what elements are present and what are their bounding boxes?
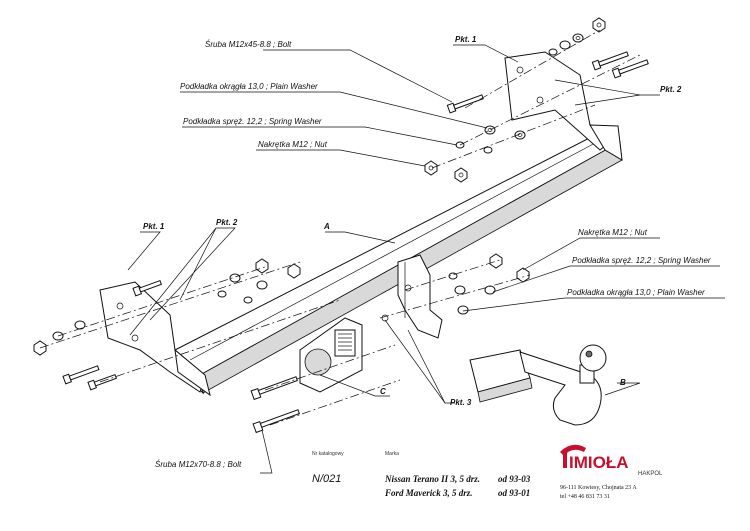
phone: tel +48 46 831 73 31 <box>560 494 610 500</box>
label-part-a: A <box>323 222 330 231</box>
socket-plate <box>299 317 363 393</box>
assembly-axes <box>39 29 641 426</box>
label-pkt3: Pkt. 3 <box>450 398 472 407</box>
from-row-1: od 93-03 <box>498 474 531 484</box>
label-bolt-top: Śruba M12x45-8.8 ; Bolt <box>205 40 292 49</box>
logo-text: IMIOŁA <box>569 453 629 472</box>
address: 96-111 Kowiesy, Chojnata 23 A <box>560 485 637 491</box>
label-pkt1-top: Pkt. 1 <box>455 35 477 44</box>
label-part-c: C <box>380 387 386 396</box>
label-pkt1-left: Pkt. 1 <box>143 222 165 231</box>
brand-header: Marka <box>385 451 399 457</box>
bolts-top <box>446 51 649 114</box>
model-row-1: Nissan Terano II 3, 5 drz. <box>384 474 480 484</box>
label-part-b: B <box>620 378 626 387</box>
right-bracket <box>504 51 623 161</box>
from-row-2: od 93-01 <box>498 488 530 498</box>
label-pkt2-top: Pkt. 2 <box>660 85 682 94</box>
logo-subtext: HAKPOL <box>638 471 663 477</box>
title-block: Nr katalogowy Marka N/021 Nissan Terano … <box>312 451 531 498</box>
label-pkt2-left: Pkt. 2 <box>216 218 238 227</box>
leader-lines <box>127 44 725 474</box>
label-bolt-bottom: Śruba M12x70-8.8 ; Bolt <box>155 460 242 469</box>
model-row-2: Ford Maverick 3, 5 drz. <box>384 488 473 498</box>
label-spring-washer-top: Podkładka spręż. 12,2 ; Spring Washer <box>183 117 322 126</box>
label-plain-washer-top: Podkładka okrągła 13,0 ; Plain Washer <box>180 82 318 91</box>
catalog-number: N/021 <box>312 473 341 485</box>
left-bracket <box>99 281 211 397</box>
bolts-bottom <box>250 376 300 434</box>
nuts-top <box>424 17 606 183</box>
catalog-header: Nr katalogowy <box>312 451 344 457</box>
brand-logo: IMIOŁA HAKPOL 96-111 Kowiesy, Chojnata 2… <box>560 444 663 500</box>
label-plain-washer-right: Podkładka okrągła 13,0 ; Plain Washer <box>567 288 705 297</box>
label-nut-right: Nakrętka M12 ; Nut <box>578 228 648 237</box>
washers-top <box>455 33 584 154</box>
tow-ball <box>469 344 607 426</box>
fasteners-right <box>448 253 530 315</box>
callout-labels: Śruba M12x45-8.8 ; Bolt Podkładka okrągł… <box>143 35 711 469</box>
label-nut-top: Nakrętka M12 ; Nut <box>258 140 328 149</box>
label-spring-washer-right: Podkładka spręż. 12,2 ; Spring Washer <box>572 256 711 265</box>
